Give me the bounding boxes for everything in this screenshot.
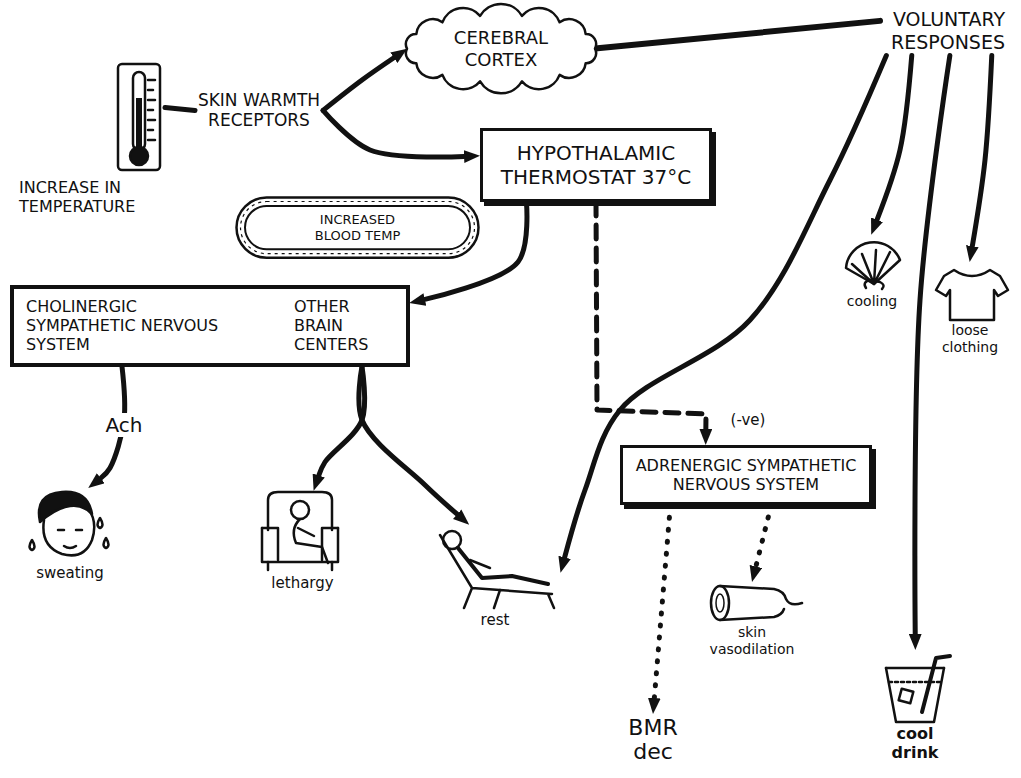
sweating-face-icon bbox=[58, 529, 82, 532]
text-row: CHOLINERGIC SYMPATHETIC NERVOUS SYSTEM OT… bbox=[26, 297, 394, 355]
cool-drink-icon bbox=[886, 656, 950, 722]
cloud-outline bbox=[406, 4, 596, 93]
node-text: CEREBRAL CORTEX bbox=[431, 27, 571, 70]
cortex-cloud: CEREBRAL CORTEX bbox=[395, 3, 607, 94]
stimulus-label: INCREASE IN TEMPERATURE bbox=[15, 60, 165, 218]
blood-vessel-loop: INCREASED BLOOD TEMP bbox=[235, 196, 480, 259]
sweating-face-icon bbox=[39, 492, 92, 522]
dilated-vessel-icon bbox=[711, 586, 802, 620]
vessel-inner-wall bbox=[245, 206, 470, 249]
node-text: ADRENERGIC SYMPATHETIC NERVOUS SYSTEM bbox=[633, 456, 859, 494]
lethargy-armchair-icon bbox=[268, 562, 332, 570]
dilated-vessel-icon bbox=[716, 594, 724, 612]
connector-arrow bbox=[359, 367, 457, 515]
effect-item: BMR dec bbox=[615, 714, 691, 766]
edge-label: (-ve) bbox=[728, 411, 769, 429]
node-text: CHOLINERGIC SYMPATHETIC NERVOUS SYSTEM bbox=[26, 297, 246, 355]
node-text: sweating bbox=[20, 564, 120, 582]
node-text: rest bbox=[430, 611, 560, 629]
resting-person-icon bbox=[470, 560, 490, 568]
cool-drink-icon bbox=[886, 668, 944, 722]
node-text: HYPOTHALAMIC THERMOSTAT 37°C bbox=[493, 141, 699, 189]
node-text: INCREASED BLOOD TEMP bbox=[295, 212, 420, 243]
thermometer-icon bbox=[133, 72, 145, 150]
thermometer-icon bbox=[118, 64, 160, 170]
connector-arrow bbox=[595, 21, 880, 49]
loose-shirt-icon bbox=[936, 270, 1008, 320]
nervous-system-box: ADRENERGIC SYMPATHETIC NERVOUS SYSTEM bbox=[620, 445, 872, 505]
node-text: skin vasodilation bbox=[697, 624, 807, 658]
connector-arrow bbox=[972, 56, 991, 247]
nervous-system-box: CHOLINERGIC SYMPATHETIC NERVOUS SYSTEM OT… bbox=[10, 285, 410, 367]
edge-label: Ach bbox=[102, 413, 145, 437]
connector-arrow bbox=[654, 505, 670, 698]
effect-item: rest bbox=[430, 525, 560, 631]
dilated-vessel-icon bbox=[711, 586, 729, 620]
fan-cooling-icon bbox=[852, 250, 890, 284]
connector-arrow bbox=[877, 56, 912, 220]
vessel-outer-wall bbox=[237, 198, 479, 258]
node-text: cool drink bbox=[873, 724, 957, 762]
sweating-face-icon bbox=[64, 546, 76, 548]
node-text: INCREASE IN TEMPERATURE bbox=[19, 178, 161, 216]
response-item: cooling bbox=[838, 235, 906, 312]
lethargy-armchair-icon bbox=[294, 519, 328, 563]
node-text: lethargy bbox=[255, 574, 350, 592]
effect-item: lethargy bbox=[255, 490, 350, 594]
node-text: VOLUNTARY RESPONSES bbox=[882, 8, 1005, 54]
cool-drink-icon bbox=[899, 689, 914, 704]
thermometer-icon bbox=[130, 147, 148, 165]
connector-arrow bbox=[596, 202, 706, 429]
response-item: loose clothing bbox=[932, 262, 1008, 358]
response-heading: VOLUNTARY RESPONSES bbox=[880, 6, 1007, 56]
dilated-vessel-icon bbox=[720, 586, 802, 620]
fan-cooling-icon bbox=[846, 242, 900, 289]
thermometer-icon bbox=[136, 98, 142, 150]
sweating-face-icon bbox=[30, 492, 109, 556]
effect-item: cool drink bbox=[873, 650, 957, 764]
thermometer-icon bbox=[148, 80, 155, 140]
connector-arrow bbox=[756, 505, 771, 566]
node-text: cooling bbox=[838, 293, 906, 310]
lethargy-armchair-icon bbox=[298, 528, 314, 536]
receptor-label: SKIN WARMTH RECEPTORS bbox=[195, 88, 323, 133]
sweating-face-icon bbox=[30, 518, 109, 550]
lethargy-armchair-icon bbox=[291, 501, 309, 519]
connector-arrow bbox=[323, 58, 394, 111]
thermometer-icon bbox=[118, 64, 160, 170]
resting-person-icon bbox=[440, 531, 554, 608]
resting-person-icon bbox=[458, 548, 548, 584]
loose-shirt-icon bbox=[936, 270, 1008, 320]
connector-arrow bbox=[165, 108, 195, 111]
vessel-texture bbox=[241, 202, 475, 254]
node-text: loose clothing bbox=[932, 322, 1008, 356]
lethargy-armchair-icon bbox=[262, 492, 338, 570]
effect-item: sweating bbox=[20, 490, 120, 584]
fan-cooling-icon bbox=[846, 242, 900, 284]
effect-item: skin vasodilation bbox=[697, 582, 807, 660]
cool-drink-icon bbox=[889, 681, 941, 684]
fan-cooling-icon bbox=[865, 280, 884, 289]
connector-arrow bbox=[323, 110, 464, 157]
node-text: BMR dec bbox=[617, 716, 689, 764]
node-text: OTHER BRAIN CENTERS bbox=[294, 297, 394, 355]
lethargy-armchair-icon bbox=[268, 492, 332, 530]
cool-drink-icon bbox=[922, 656, 950, 712]
node-text: SKIN WARMTH RECEPTORS bbox=[197, 90, 321, 131]
thermostat-box: HYPOTHALAMIC THERMOSTAT 37°C bbox=[480, 128, 712, 202]
